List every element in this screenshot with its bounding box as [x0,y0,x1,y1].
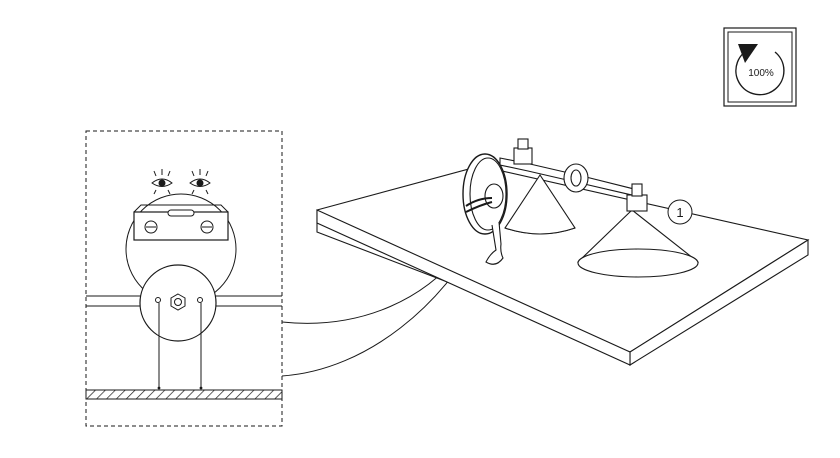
shade-icon [504,174,576,235]
wall-lamp-icon [462,138,700,278]
hex-nut-icon [170,293,186,311]
hatched-beam [85,389,283,400]
eyes-icon [151,169,211,195]
callout-1: 1 [667,199,693,225]
fixing-screw-icon [155,297,203,303]
callout-1-label: 1 [676,205,683,220]
rotation-percent-label: 100% [748,68,774,79]
rotate-clockwise-icon [735,44,785,96]
detail-panel [85,130,283,427]
rotation-badge: 100% [723,27,797,107]
spirit-level-icon [133,204,229,241]
